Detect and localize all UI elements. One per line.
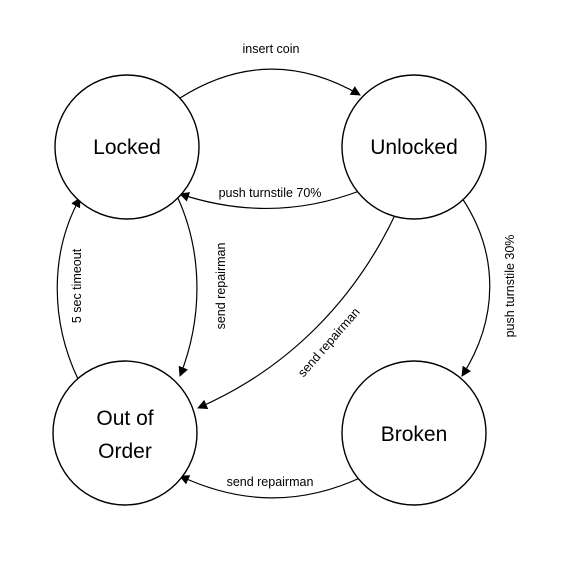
state-broken-label: Broken [381,423,448,446]
label-push-turnstile-70: push turnstile 70% [219,186,322,200]
label-send-repairman-broken: send repairman [227,475,314,489]
label-send-repairman-unlocked: send repairman [295,305,363,380]
state-out-of-order-label-line1: Out of [96,407,153,430]
label-send-repairman-locked: send repairman [214,243,228,330]
edge-send-repairman-unlocked [197,212,397,409]
label-push-turnstile-30: push turnstile 30% [503,235,517,338]
edge-push-turnstile-70 [179,189,363,210]
label-five-sec-timeout: 5 sec timeout [70,248,84,323]
state-out-of-order-circle [52,360,198,506]
state-out-of-order: Out of Order [52,360,198,506]
state-unlocked: Unlocked [341,74,487,220]
state-unlocked-circle [341,74,487,220]
edge-send-repairman-broken [179,475,363,499]
state-unlocked-label: Unlocked [370,136,458,159]
state-locked-label: Locked [93,136,161,159]
state-broken: Broken [341,360,487,506]
state-out-of-order-label-line2: Order [98,440,152,463]
label-insert-coin: insert coin [243,42,300,56]
edge-push-turnstile-30 [461,197,491,377]
state-locked: Locked [54,74,200,220]
state-locked-circle [54,74,200,220]
edge-send-repairman-locked [176,195,198,377]
edge-five-sec-timeout [56,197,81,380]
edge-insert-coin [179,68,361,99]
state-broken-circle [341,360,487,506]
